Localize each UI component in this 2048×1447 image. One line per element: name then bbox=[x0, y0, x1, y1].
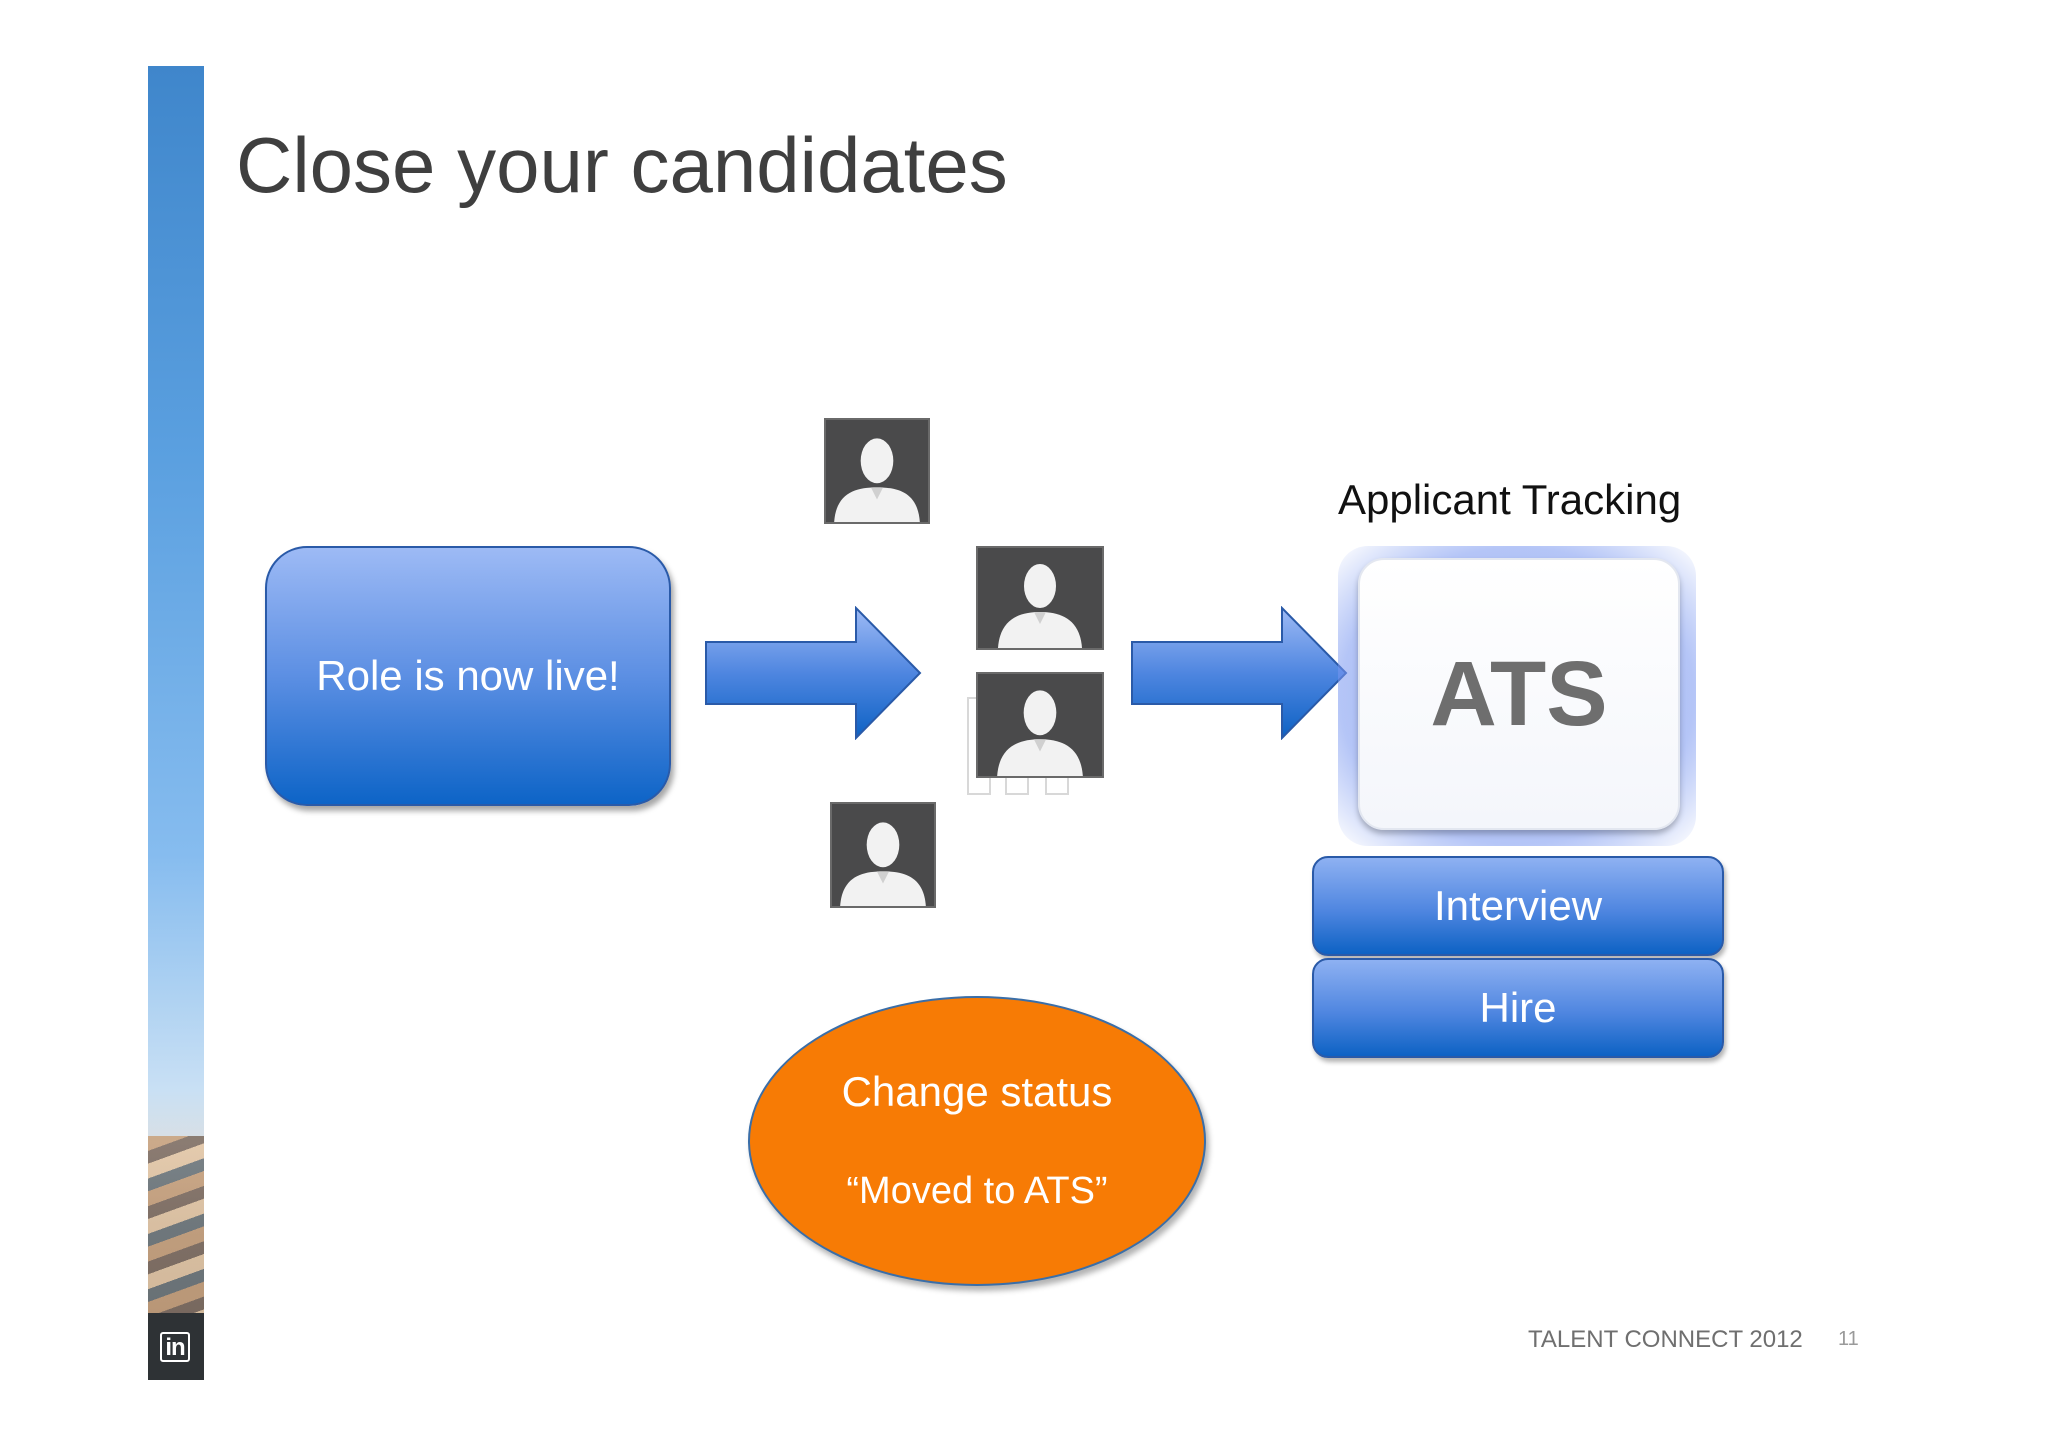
person-avatar-icon bbox=[976, 546, 1104, 650]
linkedin-logo-mark: in bbox=[160, 1332, 190, 1362]
person-avatar-icon bbox=[976, 672, 1104, 778]
right-arrow-icon bbox=[1131, 606, 1348, 740]
footer-event: TALENT CONNECT 2012 bbox=[1528, 1326, 1803, 1353]
change-status-label: Change status bbox=[841, 1068, 1113, 1115]
linkedin-logo: in bbox=[148, 1313, 204, 1380]
change-status-ellipse: Change status “Moved to ATS” bbox=[748, 996, 1206, 1286]
page-number: 11 bbox=[1838, 1328, 1859, 1350]
hire-stage: Hire bbox=[1312, 958, 1724, 1058]
slide-title: Close your candidates bbox=[236, 121, 1008, 209]
applicant-tracking-label: Applicant Tracking bbox=[1338, 476, 1682, 523]
person-avatar-icon bbox=[830, 802, 936, 908]
interview-stage: Interview bbox=[1312, 856, 1724, 956]
hire-stage-label: Hire bbox=[1479, 984, 1557, 1031]
moved-to-ats-label: “Moved to ATS” bbox=[846, 1170, 1108, 1212]
person-avatar-icon bbox=[824, 418, 930, 524]
interview-stage-label: Interview bbox=[1433, 882, 1603, 929]
right-arrow-icon bbox=[705, 606, 922, 740]
side-bar-photo bbox=[148, 1136, 204, 1326]
role-live-box: Role is now live! bbox=[265, 546, 671, 806]
side-bar bbox=[148, 66, 204, 1380]
ats-box: ATS bbox=[1358, 558, 1680, 830]
role-live-label: Role is now live! bbox=[316, 652, 620, 699]
ats-box-text: ATS bbox=[1430, 642, 1608, 745]
